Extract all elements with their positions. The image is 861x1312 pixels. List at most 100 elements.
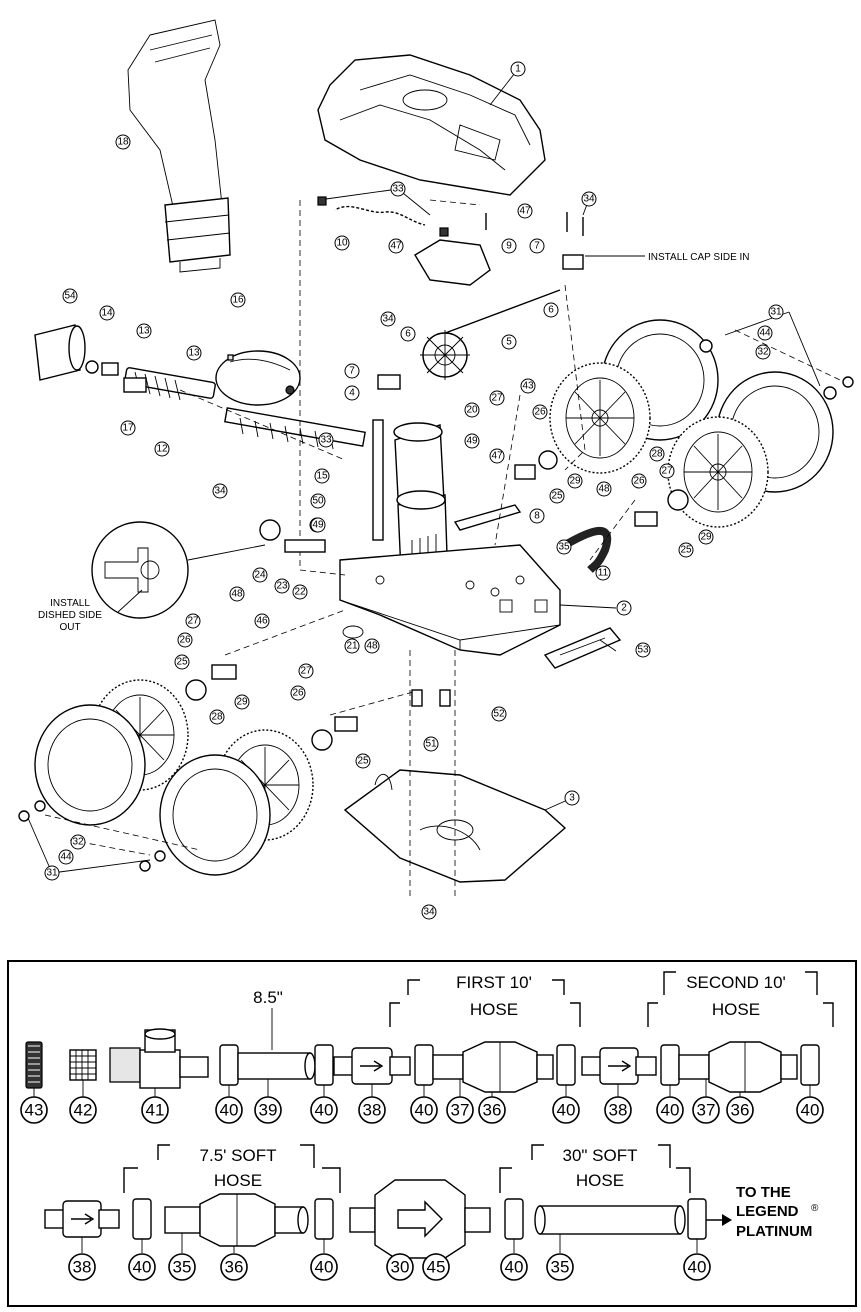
assembly-lines	[44, 199, 841, 900]
callout-8: 8	[529, 508, 545, 524]
svg-text:27: 27	[491, 393, 503, 404]
legend-bubble-40c: 40	[410, 1096, 438, 1124]
first-hose-label-1: FIRST 10'	[456, 973, 532, 992]
callout-29c: 29	[234, 694, 250, 710]
cylinder-54	[34, 324, 86, 381]
svg-text:2: 2	[621, 603, 627, 614]
svg-text:31: 31	[46, 868, 58, 879]
filter-bag	[127, 19, 231, 273]
callout-28b: 28	[209, 709, 225, 725]
legend-bubble-43: 43	[20, 1096, 48, 1124]
callout-44b: 44	[58, 849, 74, 865]
svg-text:50: 50	[312, 496, 324, 507]
first-hose-label-2: HOSE	[470, 1000, 518, 1019]
svg-text:51: 51	[425, 739, 437, 750]
svg-text:46: 46	[256, 616, 268, 627]
svg-text:54: 54	[64, 291, 76, 302]
registered-mark: ®	[811, 1203, 819, 1214]
svg-text:24: 24	[254, 570, 266, 581]
callout-53: 53	[635, 642, 651, 658]
soft-hose-30-label-1: 30" SOFT	[563, 1146, 638, 1165]
svg-text:14: 14	[101, 308, 113, 319]
callout-11: 11	[595, 565, 611, 581]
svg-text:5: 5	[506, 337, 512, 348]
svg-text:23: 23	[276, 581, 288, 592]
svg-text:47: 47	[390, 241, 402, 252]
svg-text:36: 36	[483, 1101, 502, 1120]
legend-bubble-40f: 40	[796, 1096, 824, 1124]
svg-text:34: 34	[423, 907, 435, 918]
svg-text:36: 36	[225, 1258, 244, 1277]
svg-text:40: 40	[315, 1258, 334, 1277]
svg-text:47: 47	[519, 206, 531, 217]
legend-row1-parts	[25, 1028, 820, 1093]
svg-text:29: 29	[700, 532, 712, 543]
svg-text:38: 38	[609, 1101, 628, 1120]
svg-text:13: 13	[138, 326, 150, 337]
svg-text:38: 38	[73, 1258, 92, 1277]
second-hose-label-1: SECOND 10'	[686, 973, 786, 992]
svg-text:26: 26	[292, 688, 304, 699]
svg-text:9: 9	[506, 241, 512, 252]
hose-10	[334, 205, 426, 226]
callout-leaders	[27, 68, 821, 874]
threaded-shaft	[224, 407, 366, 450]
svg-text:27: 27	[661, 466, 673, 477]
svg-text:12: 12	[156, 444, 168, 455]
legend-bubble-39: 39	[254, 1096, 282, 1124]
callout-48b: 48	[364, 638, 380, 654]
dished-side-inset	[91, 521, 266, 619]
svg-text:27: 27	[187, 616, 199, 627]
legend-bubble-42: 42	[69, 1096, 97, 1124]
callout-33: 33	[390, 181, 406, 197]
callout-25c: 25	[174, 654, 190, 670]
legend-bubble-36c: 36	[220, 1253, 248, 1281]
svg-text:7: 7	[534, 241, 540, 252]
callout-6b: 6	[400, 326, 416, 342]
callout-1: 1	[510, 61, 526, 77]
svg-text:34: 34	[214, 486, 226, 497]
callout-26: 26	[532, 404, 548, 420]
callout-20: 20	[464, 402, 480, 418]
svg-text:16: 16	[232, 295, 244, 306]
callout-12: 12	[154, 441, 170, 457]
callout-9: 9	[501, 238, 517, 254]
svg-text:32: 32	[72, 837, 84, 848]
svg-text:15: 15	[316, 471, 328, 482]
svg-text:31: 31	[770, 307, 782, 318]
callout-16: 16	[230, 292, 246, 308]
svg-text:40: 40	[661, 1101, 680, 1120]
svg-text:26: 26	[633, 476, 645, 487]
svg-text:47: 47	[491, 451, 503, 462]
install-dished-note-3: OUT	[59, 622, 80, 633]
callout-3: 3	[564, 790, 580, 806]
svg-text:40: 40	[315, 1101, 334, 1120]
legend-bubble-36a: 36	[478, 1096, 506, 1124]
svg-text:6: 6	[548, 305, 554, 316]
callout-27d: 27	[298, 663, 314, 679]
sprocket	[420, 330, 470, 380]
install-cap-note: INSTALL CAP SIDE IN	[648, 252, 750, 263]
svg-text:40: 40	[505, 1258, 524, 1277]
hose-legend-frame	[7, 960, 857, 1307]
callout-22: 22	[292, 584, 308, 600]
svg-text:4: 4	[349, 388, 355, 399]
second-hose-label-2: HOSE	[712, 1000, 760, 1019]
svg-text:40: 40	[688, 1258, 707, 1277]
callout-47c: 47	[489, 448, 505, 464]
soft-hose-75-label-2: HOSE	[214, 1171, 262, 1190]
legend-row2-parts	[44, 1179, 732, 1259]
callout-52: 52	[491, 706, 507, 722]
svg-text:27: 27	[300, 666, 312, 677]
callout-35: 35	[556, 539, 572, 555]
callout-43: 43	[520, 378, 536, 394]
svg-text:40: 40	[133, 1258, 152, 1277]
chassis	[339, 544, 561, 656]
svg-text:11: 11	[598, 568, 609, 579]
svg-text:33: 33	[392, 184, 404, 195]
gear-housing	[414, 239, 491, 286]
svg-text:32: 32	[757, 347, 769, 358]
svg-text:43: 43	[25, 1101, 44, 1120]
legend-bubble-40b: 40	[310, 1096, 338, 1124]
svg-text:28: 28	[651, 449, 663, 460]
